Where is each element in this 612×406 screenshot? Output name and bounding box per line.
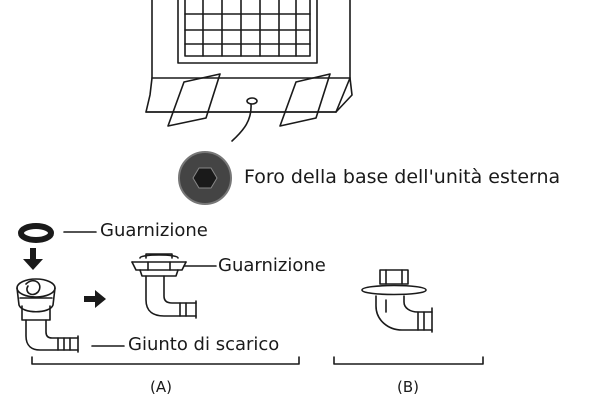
gasket-ring-icon xyxy=(18,223,54,243)
drain-joint-icon-middle xyxy=(131,253,197,319)
base-hole-label: Foro della base dell'unità esterna xyxy=(244,166,561,188)
bracket-a xyxy=(31,356,300,365)
outdoor-unit xyxy=(145,0,353,127)
leader-line-hole xyxy=(231,103,252,142)
base-hole-icon xyxy=(178,151,232,205)
gasket-label-top: Guarnizione xyxy=(100,220,208,241)
right-arrow-icon xyxy=(84,290,106,308)
drain-joint-label: Giunto di scarico xyxy=(128,334,280,355)
drain-joint-icon-left xyxy=(16,278,79,353)
group-a-label: (A) xyxy=(150,378,172,396)
drain-joint-icon-right xyxy=(361,269,433,333)
bracket-b xyxy=(333,356,484,365)
down-arrow-icon xyxy=(23,248,43,270)
gasket-label-middle: Guarnizione xyxy=(218,255,326,276)
group-b-label: (B) xyxy=(397,378,419,396)
